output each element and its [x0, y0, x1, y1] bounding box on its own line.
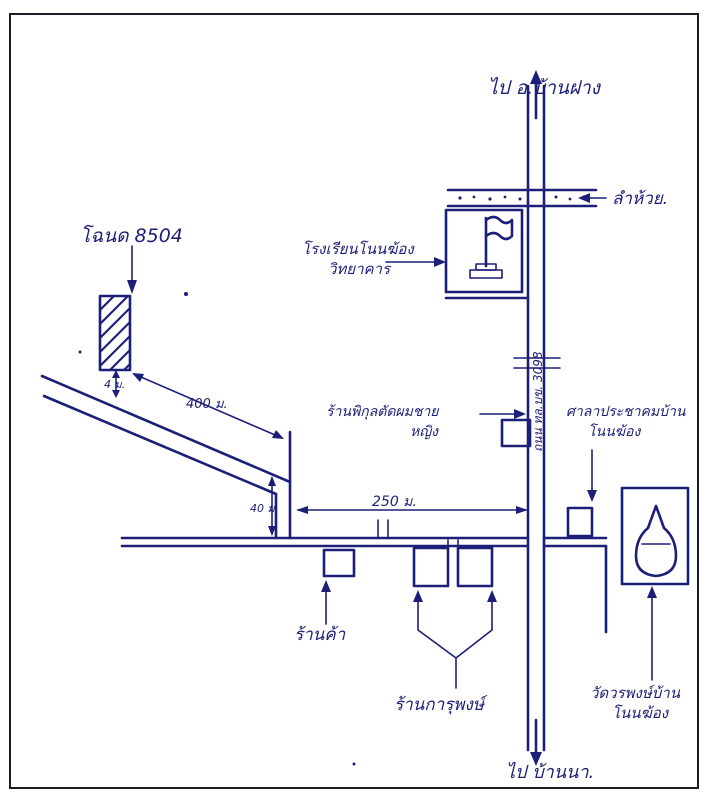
creek [446, 188, 607, 208]
hardware-shop-pointer [413, 590, 497, 689]
link-distance-dimension [268, 476, 276, 536]
diagonal-distance-label: 400 ม. [186, 397, 228, 412]
north-destination-label: ไป อ.บ้านฝาง [488, 76, 602, 99]
barber-shop-label-text: ร้านพิกุลตัดผมชาย [326, 404, 439, 420]
land-plot-hatch [98, 294, 132, 372]
temple-compound [620, 486, 690, 586]
barber-shop-building [500, 418, 532, 448]
barber-shop-label-text-line-2: หญิง [410, 424, 439, 440]
link-distance-label: 40 ม. [250, 502, 278, 515]
barber-shop-label: ร้านพิกุลตัดผมชาย หญิง [326, 404, 443, 440]
school-label: โรงเรียนโนนฆ้อง วิทยาคาร [302, 240, 418, 278]
south-arrow-icon [530, 718, 542, 766]
south-destination-label: ไป บ้านนา. [506, 761, 594, 783]
north-arrow-icon [530, 70, 542, 120]
hardware-shop-buildings [412, 539, 494, 588]
ink-speck [184, 292, 188, 296]
pavilion-label-text-line-2: โนนฆ้อง [588, 423, 641, 440]
highway-label: ถนน ทล.บข. 3098 [531, 351, 545, 452]
ink-speck [78, 350, 82, 354]
diagonal-road [40, 374, 292, 496]
school-label-text-line-2: วิทยาคาร [328, 260, 392, 278]
school-label-text: โรงเรียนโนนฆ้อง [302, 240, 415, 258]
ink-speck [352, 762, 356, 766]
diagonal-distance-dimension [132, 373, 284, 439]
temple-label: วัดวรพงษ์บ้าน โนนฆ้อง [590, 684, 685, 722]
pavilion-building [566, 506, 594, 538]
plot-offset-dimension [112, 370, 120, 398]
temple-label-text-line-2: โนนฆ้อง [612, 704, 670, 722]
pavilion-label: ศาลาประชาคมบ้าน โนนฆ้อง [566, 404, 690, 440]
hardware-shop-label: ร้านการุพงษ์ [394, 695, 488, 715]
creek-label: ลำห้วย. [612, 189, 668, 209]
main-road [120, 519, 608, 634]
flag-icon [469, 215, 514, 279]
main-road-distance-label: 250 ม. [372, 494, 417, 510]
link-road [274, 430, 292, 540]
pavilion-label-text: ศาลาประชาคมบ้าน [566, 404, 686, 420]
chedi-icon [634, 504, 678, 578]
grocery-label: ร้านค้า [294, 625, 346, 645]
land-title-label: โฉนด 8504 [80, 224, 183, 247]
highway-road [513, 84, 561, 752]
temple-label-text: วัดวรพงษ์บ้าน [590, 684, 681, 702]
main-road-distance-dimension [296, 506, 528, 514]
plot-offset-label: 4 ม. [104, 378, 125, 391]
grocery-building [322, 548, 356, 578]
map-frame [9, 13, 699, 789]
school-building [444, 208, 530, 300]
